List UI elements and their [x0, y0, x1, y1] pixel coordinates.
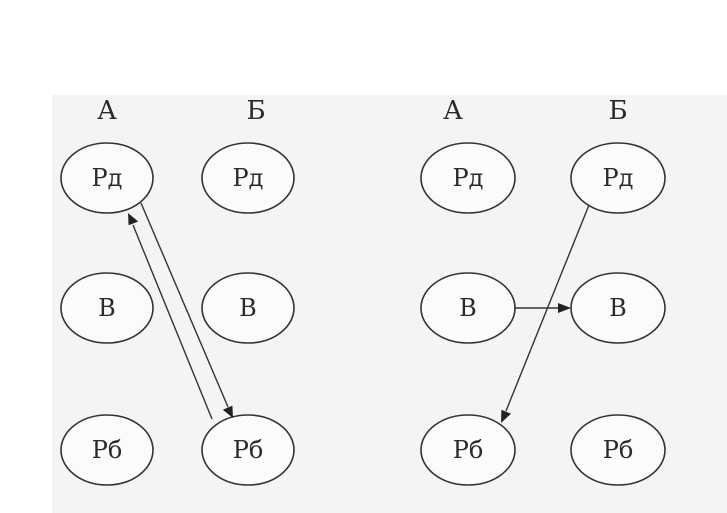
right-edge-b1-to-a3	[501, 204, 590, 423]
left-column-label-a: А	[97, 96, 117, 126]
right-node-a3: Рб	[420, 414, 516, 486]
left-edge-a1-to-b3	[140, 202, 233, 418]
right-node-a1-label: Рд	[453, 164, 484, 192]
left-node-b2: В	[201, 272, 295, 344]
left-node-b1-label: Рд	[233, 164, 264, 192]
right-node-b2-label: В	[609, 294, 627, 322]
right-diagram: А Б Рд В Рб Рд В Рб	[420, 96, 666, 486]
left-node-a1-label: Рд	[92, 164, 123, 192]
right-edge-a2-to-b2	[515, 303, 571, 313]
right-node-b1-label: Рд	[603, 164, 634, 192]
right-column-label-a: А	[443, 96, 463, 126]
left-diagram: А Б Рд В Рб Рд В Рб	[60, 96, 295, 486]
right-node-a3-label: Рб	[453, 436, 484, 464]
left-column-label-b: Б	[246, 96, 265, 126]
right-node-a2-label: В	[459, 294, 477, 322]
left-node-b3: Рб	[201, 414, 295, 486]
right-node-b3-label: Рб	[603, 436, 634, 464]
left-node-b1: Рд	[201, 142, 295, 214]
left-node-a2: В	[60, 272, 154, 344]
left-edge-b3-to-a1	[128, 213, 213, 420]
left-node-a3-label: Рб	[92, 436, 123, 464]
left-node-b2-label: В	[239, 294, 257, 322]
right-node-b2: В	[570, 272, 666, 344]
right-node-a2: В	[420, 272, 516, 344]
left-node-a1: Рд	[60, 142, 154, 214]
left-node-a2-label: В	[98, 294, 116, 322]
right-node-a1: Рд	[420, 142, 516, 214]
right-column-label-b: Б	[608, 96, 627, 126]
right-node-b1: Рд	[570, 142, 666, 214]
left-node-b3-label: Рб	[233, 436, 264, 464]
right-node-b3: Рб	[570, 414, 666, 486]
left-node-a3: Рб	[60, 414, 154, 486]
